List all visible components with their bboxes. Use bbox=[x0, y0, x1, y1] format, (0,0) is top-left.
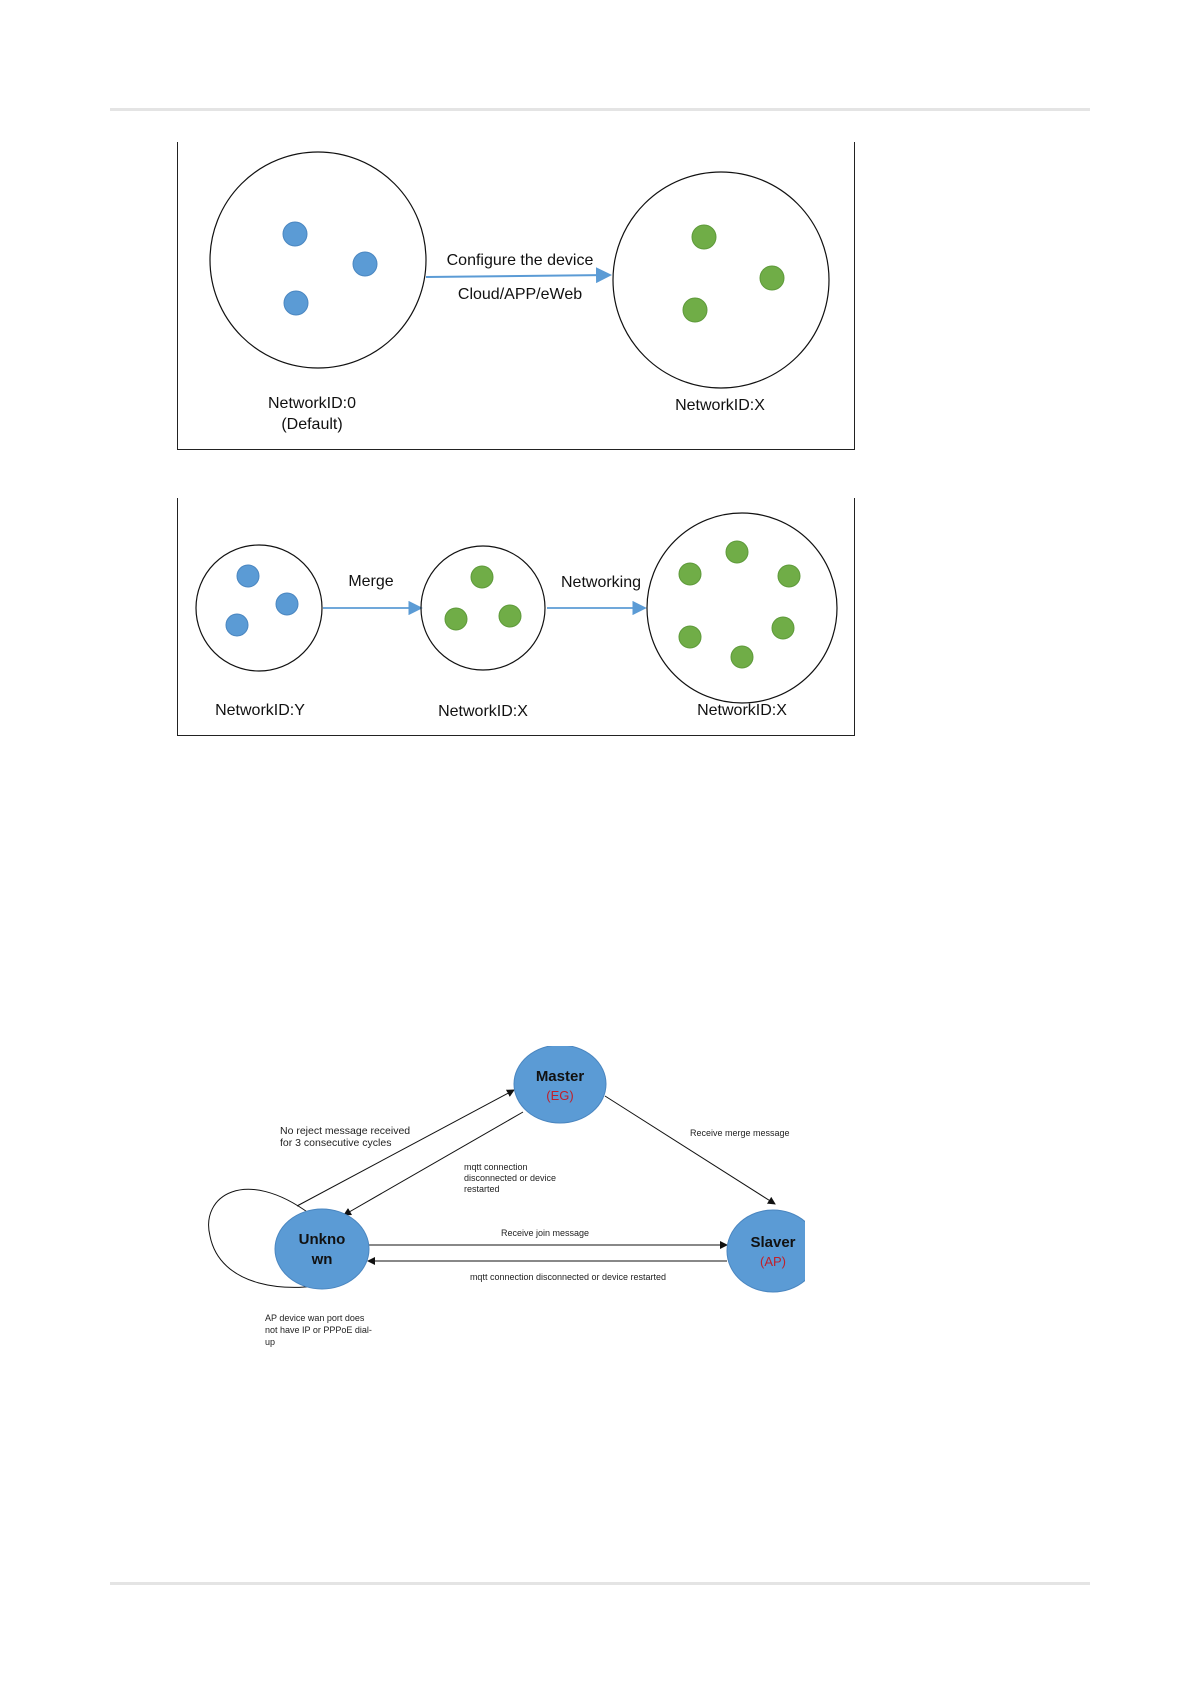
unknown-self-loop bbox=[208, 1188, 344, 1288]
mqtt-master-label-line2: disconnected or device bbox=[464, 1173, 556, 1183]
merge-label: Merge bbox=[348, 573, 393, 590]
master-state-node bbox=[513, 1046, 607, 1124]
network-x-circle bbox=[612, 171, 830, 389]
green-device-node bbox=[759, 265, 785, 291]
network-x-label-merged: NetworkID:X bbox=[438, 703, 528, 720]
blue-device-node bbox=[283, 290, 309, 316]
green-device-node bbox=[678, 562, 702, 586]
ap-wan-label-line3: up bbox=[265, 1337, 275, 1347]
green-device-node bbox=[678, 625, 702, 649]
network-x-large-circle bbox=[646, 512, 838, 704]
slaver-state-sublabel: (AP) bbox=[760, 1254, 786, 1269]
blue-device-node bbox=[236, 564, 260, 588]
figure-configure-device: Configure the device Cloud/APP/eWeb Netw… bbox=[177, 142, 855, 450]
mqtt-slaver-label: mqtt connection disconnected or device r… bbox=[470, 1272, 666, 1282]
green-device-node bbox=[682, 297, 708, 323]
green-device-node bbox=[725, 540, 749, 564]
receive-join-label: Receive join message bbox=[501, 1228, 589, 1238]
green-device-node bbox=[730, 645, 754, 669]
unknown-state-label-line1: Unkno bbox=[299, 1231, 346, 1248]
network-0-sublabel: (Default) bbox=[281, 416, 342, 433]
unknown-state-label-line2: wn bbox=[311, 1251, 333, 1268]
blue-device-node bbox=[225, 613, 249, 637]
green-device-node bbox=[777, 564, 801, 588]
header-divider bbox=[110, 108, 1090, 111]
receive-merge-label: Receive merge message bbox=[690, 1128, 790, 1138]
ap-wan-label-line2: not have IP or PPPoE dial- bbox=[265, 1325, 372, 1335]
unknown-state-node bbox=[274, 1208, 370, 1290]
green-device-node bbox=[470, 565, 494, 589]
network-y-circle bbox=[195, 544, 323, 672]
figure-merge-networking: Merge Networking NetworkID:Y NetworkID:X… bbox=[177, 498, 855, 736]
networking-label: Networking bbox=[561, 574, 641, 591]
mqtt-master-label-line3: restarted bbox=[464, 1184, 500, 1194]
master-to-slaver-arrow bbox=[604, 1095, 776, 1205]
role-state-diagram: Master (EG) Unkno wn Slaver (AP) No reje… bbox=[208, 1046, 805, 1347]
green-device-node bbox=[691, 224, 717, 250]
master-state-label: Master bbox=[536, 1068, 585, 1085]
network-x-label-large: NetworkID:X bbox=[697, 702, 787, 719]
footer-divider bbox=[110, 1582, 1090, 1585]
slaver-state-node bbox=[726, 1209, 805, 1293]
network-0-label: NetworkID:0 bbox=[268, 395, 356, 412]
slaver-state-label: Slaver bbox=[750, 1234, 795, 1251]
green-device-node bbox=[444, 607, 468, 631]
configure-arrow-label-bottom: Cloud/APP/eWeb bbox=[458, 286, 582, 303]
network-x-merged-circle bbox=[420, 545, 546, 671]
green-device-node bbox=[771, 616, 795, 640]
network-0-circle bbox=[209, 151, 427, 369]
configure-arrow-label-top: Configure the device bbox=[447, 252, 594, 269]
no-reject-label-line1: No reject message received bbox=[280, 1125, 410, 1137]
green-device-node bbox=[498, 604, 522, 628]
master-state-sublabel: (EG) bbox=[546, 1088, 573, 1103]
configure-arrow bbox=[425, 267, 612, 284]
blue-device-node bbox=[352, 251, 378, 277]
blue-device-node bbox=[282, 221, 308, 247]
ap-wan-label-line1: AP device wan port does bbox=[265, 1313, 365, 1323]
network-x-label: NetworkID:X bbox=[675, 397, 765, 414]
blue-device-node bbox=[275, 592, 299, 616]
unknown-to-master-arrow bbox=[296, 1089, 515, 1207]
no-reject-label-line2: for 3 consecutive cycles bbox=[280, 1137, 391, 1149]
mqtt-master-label-line1: mqtt connection bbox=[464, 1162, 528, 1172]
master-to-unknown-arrow bbox=[343, 1111, 524, 1216]
network-y-label: NetworkID:Y bbox=[215, 702, 305, 719]
